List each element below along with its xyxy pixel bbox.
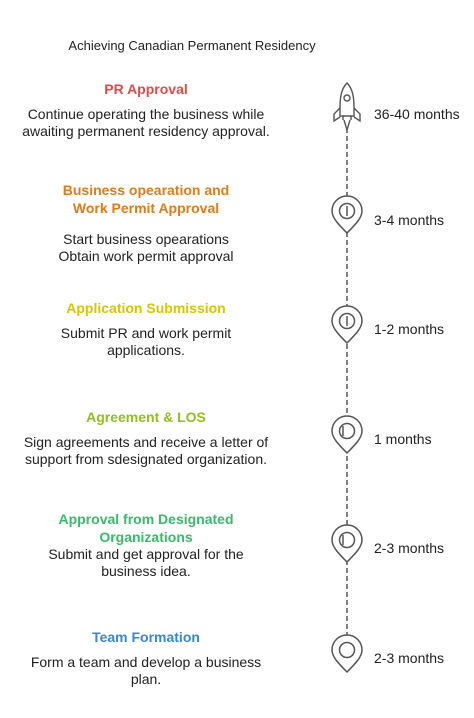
step-duration: 2-3 months: [374, 650, 445, 666]
diagram-title: Achieving Canadian Permanent Residency: [68, 38, 316, 53]
step-agreement-los: Agreement & LOS Sign agreements and rece…: [0, 408, 292, 468]
step-heading: Agreement & LOS: [86, 409, 206, 425]
step-heading: Team Formation: [92, 629, 200, 645]
map-pin-icon: [331, 634, 363, 674]
step-designated-approval: Approval from Designated Organizations S…: [0, 510, 292, 580]
step-description: Submit and get approval for the business…: [48, 546, 244, 579]
rocket-icon: [333, 82, 361, 133]
step-description: Start business opearations Obtain work p…: [58, 231, 234, 264]
step-description: Sign agreements and receive a letter of …: [23, 434, 269, 467]
map-pin-icon: [331, 305, 363, 345]
step-description: Submit PR and work permit applications.: [60, 325, 232, 358]
step-description: Form a team and develop a business plan.: [30, 654, 262, 687]
step-application-submission: Application Submission Submit PR and wor…: [0, 299, 292, 359]
step-pr-approval: PR Approval Continue operating the busin…: [0, 80, 292, 140]
step-duration: 3-4 months: [374, 212, 445, 228]
step-duration: 1-2 months: [374, 321, 445, 337]
step-duration: 2-3 months: [374, 540, 445, 556]
map-pin-icon: [331, 524, 363, 564]
step-team-formation: Team Formation Form a team and develop a…: [0, 628, 292, 688]
step-heading: Approval from Designated Organizations: [58, 511, 234, 545]
step-duration: 1 months: [374, 431, 432, 447]
step-description: Continue operating the business while aw…: [22, 106, 270, 139]
step-business-operation: Business opearation and Work Permit Appr…: [0, 181, 292, 265]
step-heading: Application Submission: [66, 300, 226, 316]
map-pin-icon: [331, 195, 363, 235]
map-pin-icon: [331, 415, 363, 455]
step-heading: PR Approval: [104, 81, 188, 97]
step-duration: 36-40 months: [374, 106, 460, 122]
step-heading: Business opearation and Work Permit Appr…: [62, 182, 230, 216]
